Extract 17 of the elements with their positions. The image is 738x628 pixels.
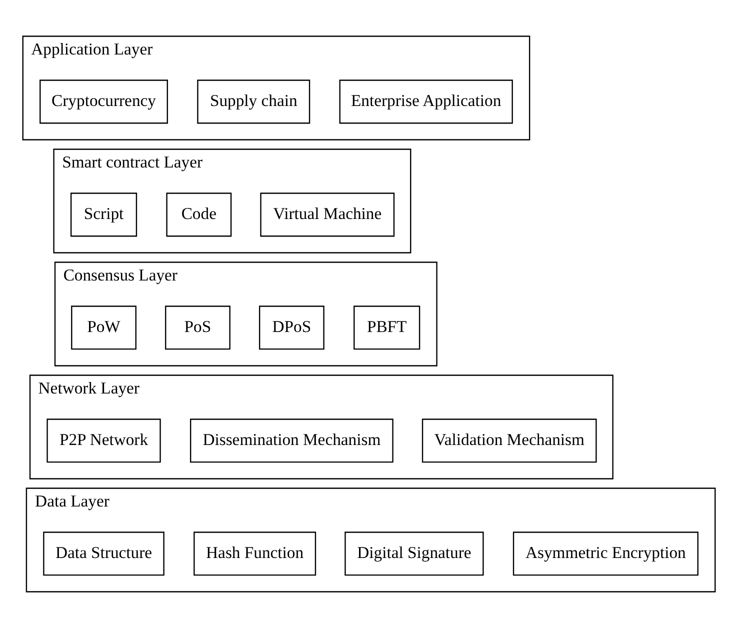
node-box: PoS bbox=[165, 306, 230, 350]
node-box: DPoS bbox=[258, 306, 324, 350]
node-box: Validation Mechanism bbox=[422, 418, 597, 463]
node-box: Code bbox=[166, 192, 232, 237]
node-box: Virtual Machine bbox=[260, 192, 395, 237]
node-box: Dissemination Mechanism bbox=[190, 418, 394, 463]
node-box: Cryptocurrency bbox=[40, 80, 168, 124]
node-box: Asymmetric Encryption bbox=[512, 532, 698, 576]
node-box: Script bbox=[70, 192, 138, 237]
node-box: Digital Signature bbox=[344, 532, 484, 576]
node-box: PBFT bbox=[354, 306, 420, 350]
node-box: Enterprise Application bbox=[339, 80, 513, 124]
node-box: Hash Function bbox=[194, 532, 316, 576]
node-box: P2P Network bbox=[46, 418, 161, 463]
node-box: Data Structure bbox=[43, 532, 164, 576]
node-box: Supply chain bbox=[197, 80, 310, 124]
node-box: PoW bbox=[71, 306, 136, 350]
